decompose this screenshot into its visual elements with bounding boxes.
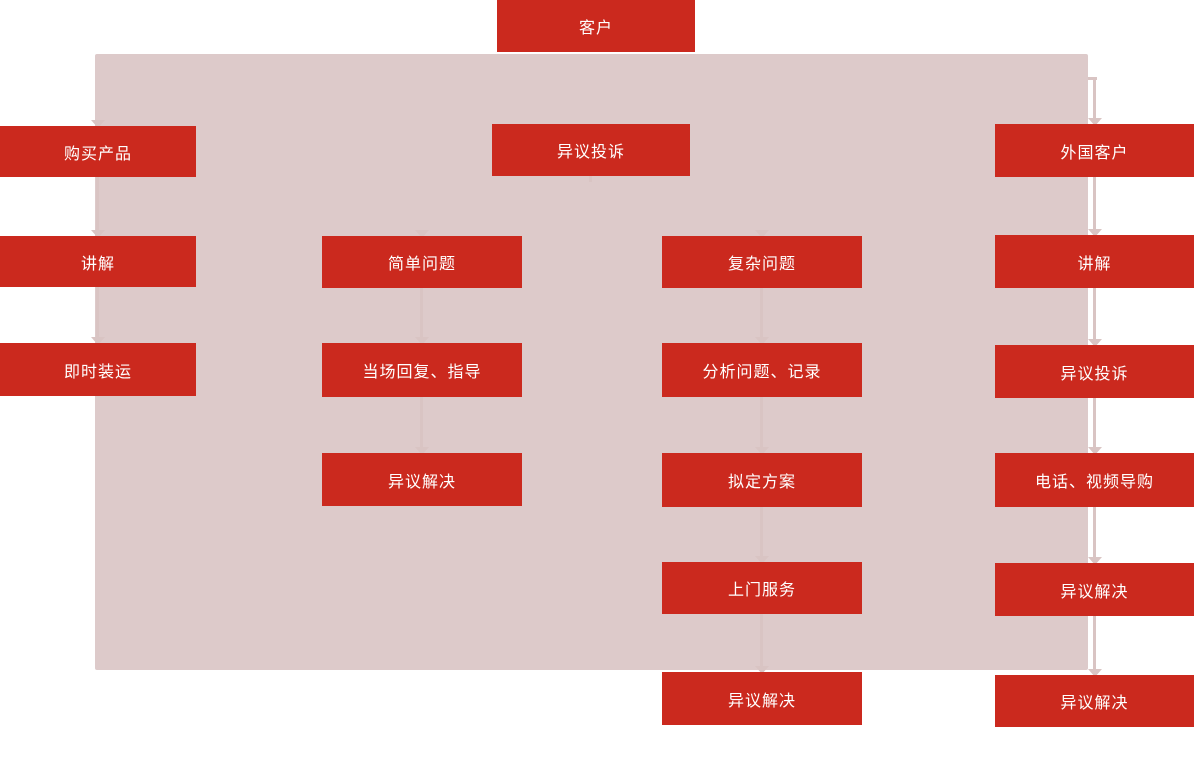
- arrow-down-icon: [755, 337, 769, 345]
- node-simple-issue: 简单问题: [322, 236, 522, 288]
- arrow-down-icon: [415, 230, 429, 238]
- connector-line: [1093, 504, 1096, 559]
- arrow-down-icon: [1088, 339, 1102, 347]
- node-complex-issue: 复杂问题: [662, 236, 862, 288]
- arrow-down-icon: [755, 447, 769, 455]
- arrow-down-icon: [755, 666, 769, 674]
- connector-line: [1093, 174, 1096, 231]
- node-foreign-customer: 外国客户: [995, 124, 1194, 177]
- arrow-down-icon: [91, 120, 105, 128]
- connector-line: [760, 504, 763, 558]
- connector-line: [1093, 285, 1096, 341]
- node-analyze-record: 分析问题、记录: [662, 343, 862, 397]
- arrow-down-icon: [1088, 447, 1102, 455]
- node-explain-left: 讲解: [0, 236, 196, 287]
- arrow-down-icon: [755, 556, 769, 564]
- node-objection-complaint-center: 异议投诉: [492, 124, 690, 176]
- arrow-down-icon: [91, 337, 105, 345]
- node-objection-complaint-right: 异议投诉: [995, 345, 1194, 398]
- node-draft-plan: 拟定方案: [662, 453, 862, 507]
- arrow-down-icon: [1088, 229, 1102, 237]
- connector-line: [96, 174, 99, 232]
- node-door-to-door-service: 上门服务: [662, 562, 862, 614]
- connector-line: [1093, 77, 1096, 120]
- arrow-down-icon: [1088, 118, 1102, 126]
- arrow-down-icon: [1088, 557, 1102, 565]
- node-customer: 客户: [497, 0, 695, 52]
- connector-elbow: [1088, 77, 1097, 80]
- arrow-down-icon: [91, 230, 105, 238]
- connector-line: [760, 394, 763, 449]
- node-phone-video-guide: 电话、视频导购: [995, 453, 1194, 507]
- connector-line: [589, 173, 592, 182]
- connector-line: [760, 611, 763, 668]
- arrow-down-icon: [755, 230, 769, 238]
- connector-line: [1093, 613, 1096, 669]
- node-onsite-reply-guidance: 当场回复、指导: [322, 343, 522, 397]
- arrow-down-icon: [415, 447, 429, 455]
- node-objection-resolved-simple: 异议解决: [322, 453, 522, 506]
- node-purchase-product: 购买产品: [0, 126, 196, 177]
- connector-line: [1093, 395, 1096, 449]
- connector-line: [420, 285, 423, 339]
- node-objection-resolved-right-2: 异议解决: [995, 675, 1194, 727]
- connector-line: [96, 284, 99, 339]
- arrow-down-icon: [415, 337, 429, 345]
- arrow-down-icon: [1088, 669, 1102, 677]
- node-immediate-shipment: 即时装运: [0, 343, 196, 396]
- node-explain-right: 讲解: [995, 235, 1194, 288]
- connector-line: [420, 394, 423, 449]
- node-objection-resolved-complex: 异议解决: [662, 672, 862, 725]
- node-objection-resolved-right-1: 异议解决: [995, 563, 1194, 616]
- connector-line: [760, 285, 763, 339]
